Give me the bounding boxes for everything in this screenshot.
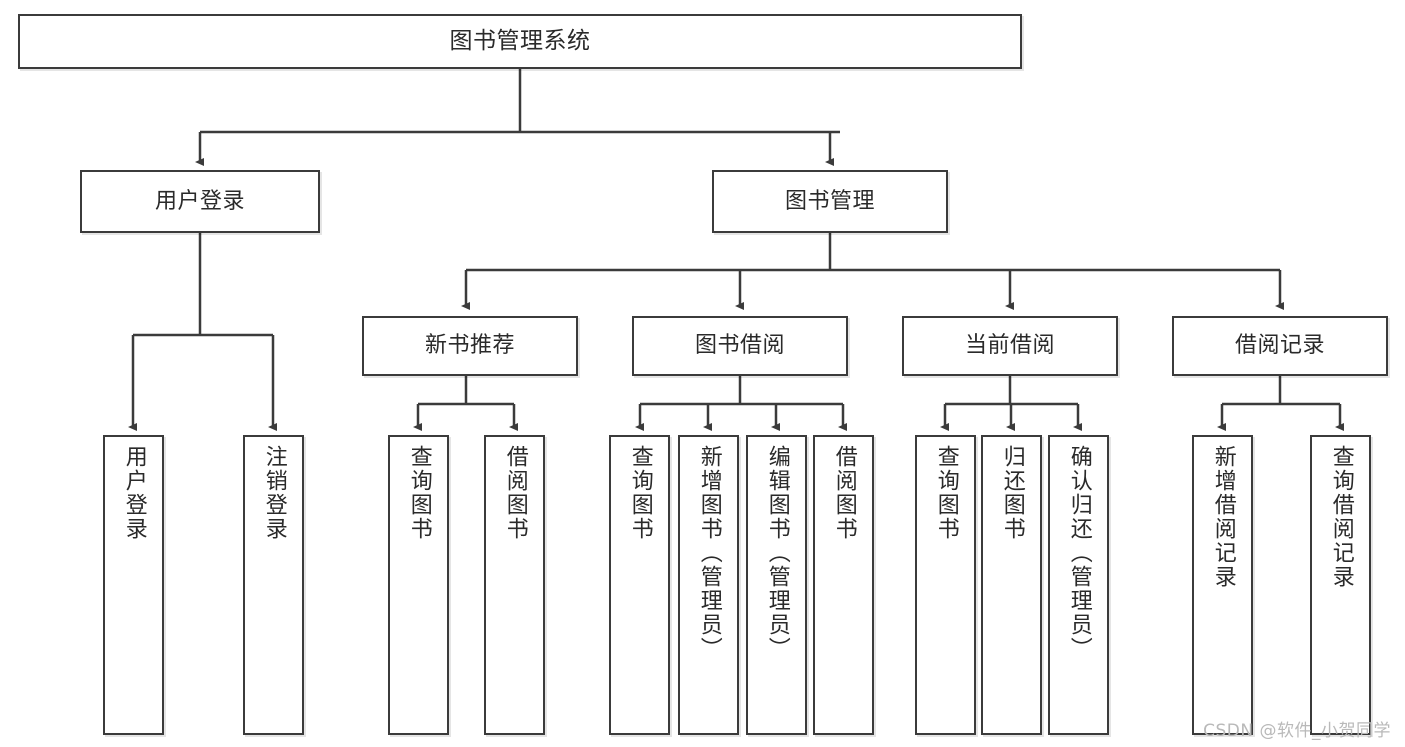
leaf-current-return-book[interactable]: 归还图书 <box>981 435 1042 735</box>
leaf-user-login[interactable]: 用户登录 <box>103 435 164 735</box>
watermark: CSDN @软件_小贺同学 <box>1203 721 1391 741</box>
leaf-borrow-add-book-admin[interactable]: 新增图书（管理员） <box>678 435 739 735</box>
leaf-newbook-query-book[interactable]: 查询图书 <box>388 435 449 735</box>
leaf-current-query-book[interactable]: 查询图书 <box>915 435 976 735</box>
node-label: 图书管理 <box>784 188 875 214</box>
node-label: 图书管理系统 <box>449 27 591 54</box>
node-label: 用户登录 <box>121 445 147 541</box>
node-label: 借阅图书 <box>502 445 528 541</box>
leaf-record-query-record[interactable]: 查询借阅记录 <box>1310 435 1371 735</box>
node-book-management[interactable]: 图书管理 <box>712 170 948 233</box>
node-root-system[interactable]: 图书管理系统 <box>18 14 1022 69</box>
node-label: 当前借阅 <box>964 333 1055 359</box>
node-label: 查询图书 <box>406 445 432 541</box>
leaf-record-add-record[interactable]: 新增借阅记录 <box>1192 435 1253 735</box>
node-label: 图书借阅 <box>694 333 785 359</box>
node-borrow-record[interactable]: 借阅记录 <box>1172 316 1388 376</box>
leaf-current-confirm-return-admin[interactable]: 确认归还（管理员） <box>1048 435 1109 735</box>
leaf-user-logout[interactable]: 注销登录 <box>243 435 304 735</box>
node-book-borrow[interactable]: 图书借阅 <box>632 316 848 376</box>
node-label: 借阅记录 <box>1234 333 1325 359</box>
leaf-borrow-edit-book-admin[interactable]: 编辑图书（管理员） <box>746 435 807 735</box>
leaf-borrow-borrow-book[interactable]: 借阅图书 <box>813 435 874 735</box>
node-label: 新增借阅记录 <box>1210 445 1236 589</box>
node-label: 用户登录 <box>154 188 245 214</box>
node-current-borrow[interactable]: 当前借阅 <box>902 316 1118 376</box>
node-label: 查询图书 <box>627 445 653 541</box>
node-label: 新增图书（管理员） <box>696 445 722 661</box>
node-label: 编辑图书（管理员） <box>764 445 790 661</box>
leaf-newbook-borrow-book[interactable]: 借阅图书 <box>484 435 545 735</box>
node-label: 查询图书 <box>933 445 959 541</box>
node-user-login[interactable]: 用户登录 <box>80 170 320 233</box>
node-label: 借阅图书 <box>831 445 857 541</box>
node-label: 查询借阅记录 <box>1328 445 1354 589</box>
leaf-borrow-query-book[interactable]: 查询图书 <box>609 435 670 735</box>
node-label: 归还图书 <box>999 445 1025 541</box>
node-label: 注销登录 <box>261 445 287 541</box>
node-label: 确认归还（管理员） <box>1066 445 1092 661</box>
node-new-book-recommend[interactable]: 新书推荐 <box>362 316 578 376</box>
node-label: 新书推荐 <box>424 333 515 359</box>
